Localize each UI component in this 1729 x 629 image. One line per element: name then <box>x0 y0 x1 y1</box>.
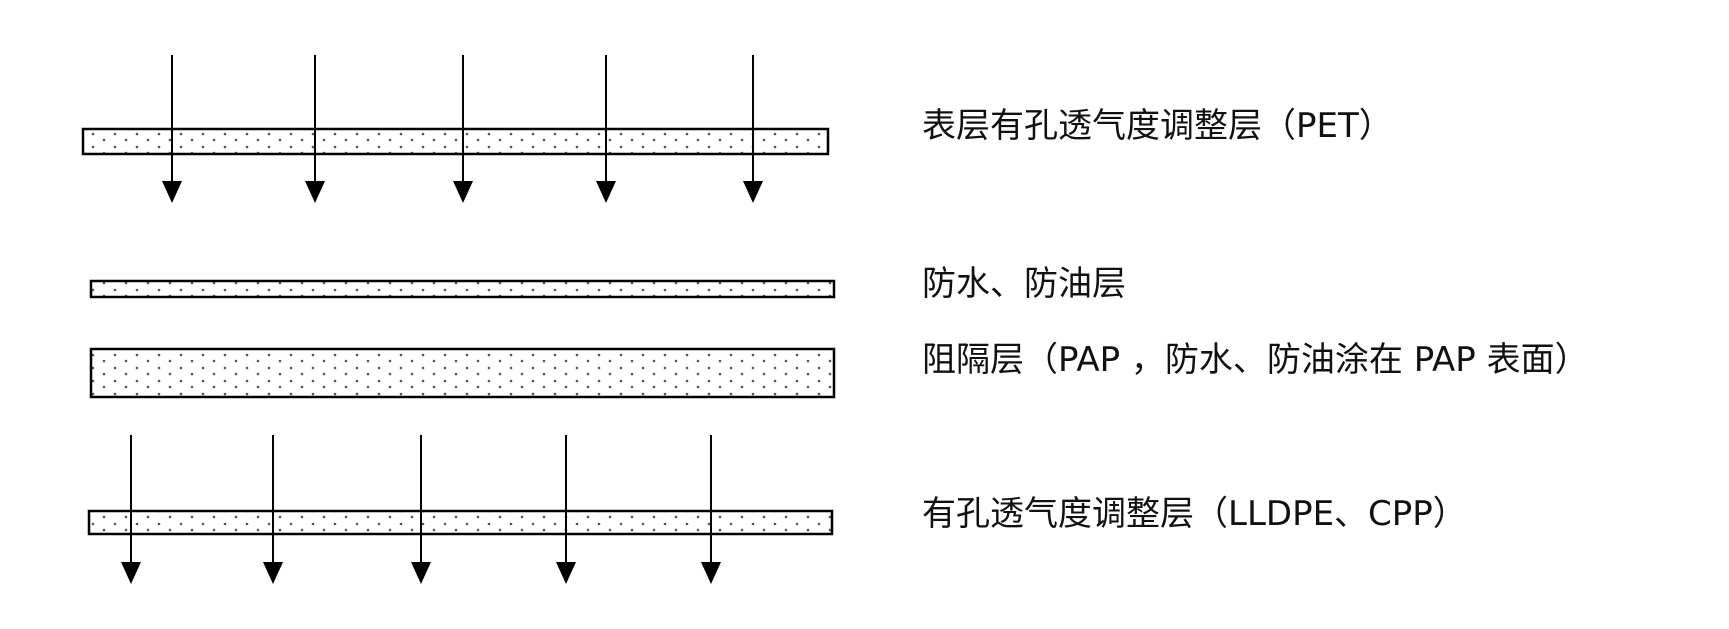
arrow-down-icon <box>121 562 141 584</box>
arrow-down-icon <box>162 181 182 203</box>
layer-label-top-pet: 表层有孔透气度调整层（PET） <box>922 106 1393 146</box>
layer-bar-bottom-lldpe-cpp <box>87 509 834 536</box>
arrow-down-icon <box>411 562 431 584</box>
arrow-down-icon <box>556 562 576 584</box>
arrow-down-icon <box>596 181 616 203</box>
layer-bar-barrier-pap <box>89 347 836 399</box>
arrow-down-icon <box>453 181 473 203</box>
layer-bar-top-pet <box>81 127 830 156</box>
arrow-down-icon <box>743 181 763 203</box>
layer-label-barrier-pap: 阻隔层（PAP ，防水、防油涂在 PAP 表面） <box>922 340 1589 380</box>
arrow-down-icon <box>701 562 721 584</box>
layer-bar-waterproof-oilproof <box>89 279 836 299</box>
layer-label-bottom-lldpe-cpp: 有孔透气度调整层（LLDPE、CPP） <box>922 494 1467 534</box>
arrow-down-icon <box>305 181 325 203</box>
layer-label-waterproof-oilproof: 防水、防油层 <box>922 264 1126 304</box>
arrow-down-icon <box>263 562 283 584</box>
